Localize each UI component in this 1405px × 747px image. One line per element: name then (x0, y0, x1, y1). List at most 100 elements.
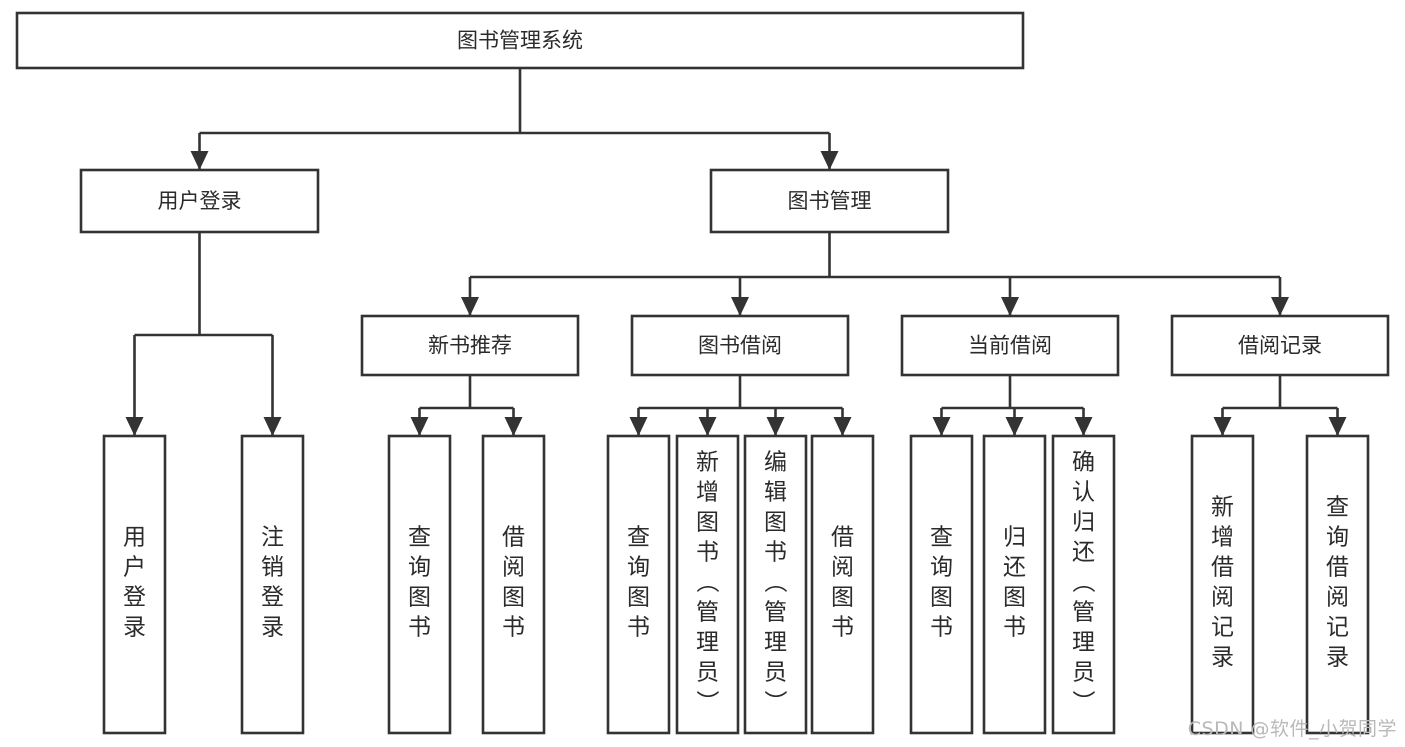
svg-text:阅: 阅 (1211, 585, 1234, 611)
svg-text:用: 用 (123, 525, 146, 551)
svg-text:户: 户 (123, 555, 146, 581)
svg-text:书: 书 (831, 615, 854, 641)
leaf-node-box-2[interactable] (387, 434, 452, 735)
svg-text:员: 员 (764, 660, 787, 686)
svg-text:图: 图 (764, 510, 787, 536)
svg-text:图: 图 (627, 585, 650, 611)
svg-text:记: 记 (1211, 615, 1234, 641)
svg-text:图: 图 (696, 510, 719, 536)
svg-text:认: 认 (1072, 480, 1095, 506)
svg-text:理: 理 (696, 630, 719, 656)
svg-text:图: 图 (502, 585, 525, 611)
svg-text:书: 书 (696, 540, 719, 566)
svg-text:辑: 辑 (764, 480, 787, 506)
leaf-node-box-5[interactable] (675, 434, 740, 735)
svg-text:）: ） (694, 690, 720, 713)
leaf-node-box-0[interactable] (102, 434, 167, 735)
svg-text:管: 管 (1072, 600, 1095, 626)
svg-text:书: 书 (1003, 615, 1026, 641)
svg-text:增: 增 (696, 480, 719, 506)
svg-text:员: 员 (1072, 660, 1095, 686)
svg-text:管: 管 (696, 600, 719, 626)
svg-text:（: （ (694, 570, 720, 593)
leaf-node-label-0: 用户登录 (123, 525, 146, 641)
svg-text:图: 图 (831, 585, 854, 611)
leaf-node-box-7[interactable] (810, 434, 875, 735)
svg-text:销: 销 (261, 555, 284, 581)
level3-node-box-2[interactable] (900, 314, 1120, 377)
svg-text:（: （ (762, 570, 788, 593)
level2-node-box-0[interactable] (79, 168, 320, 234)
svg-text:还: 还 (1003, 555, 1026, 581)
svg-text:书: 书 (930, 615, 953, 641)
level2-node-label-1: 图书管理 (788, 189, 872, 213)
svg-text:增: 增 (1211, 525, 1234, 551)
level3-node-box-1[interactable] (630, 314, 850, 377)
svg-text:借: 借 (1326, 555, 1349, 581)
svg-text:查: 查 (408, 525, 431, 551)
svg-text:录: 录 (1326, 645, 1349, 671)
svg-text:编: 编 (764, 450, 787, 476)
leaf-node-box-4[interactable] (606, 434, 671, 735)
leaf-node-box-8[interactable] (909, 434, 974, 735)
svg-text:归: 归 (1003, 525, 1026, 551)
csdn-watermark: CSDN @软件_小贺同学 (1187, 718, 1397, 740)
svg-text:录: 录 (123, 615, 146, 641)
svg-text:新: 新 (696, 450, 719, 476)
svg-text:询: 询 (627, 555, 650, 581)
svg-text:查: 查 (1326, 495, 1349, 521)
svg-text:阅: 阅 (1326, 585, 1349, 611)
svg-text:书: 书 (502, 615, 525, 641)
connector-lines (125, 68, 1347, 436)
svg-text:书: 书 (408, 615, 431, 641)
svg-text:借: 借 (831, 525, 854, 551)
leaf-node-box-6[interactable] (743, 434, 808, 735)
leaf-node-box-1[interactable] (240, 434, 305, 735)
leaf-node-box-12[interactable] (1305, 434, 1370, 735)
leaf-node-box-9[interactable] (982, 434, 1047, 735)
svg-text:登: 登 (261, 585, 284, 611)
leaf-node-box-10[interactable] (1051, 434, 1116, 735)
svg-text:图: 图 (408, 585, 431, 611)
svg-text:还: 还 (1072, 540, 1095, 566)
level3-node-label-0: 新书推荐 (428, 334, 512, 358)
svg-text:）: ） (762, 690, 788, 713)
svg-text:书: 书 (627, 615, 650, 641)
root-node-label: 图书管理系统 (457, 29, 583, 53)
level3-node-box-3[interactable] (1170, 314, 1390, 377)
root-node-box[interactable] (15, 11, 1025, 70)
svg-text:归: 归 (1072, 510, 1095, 536)
svg-text:（: （ (1070, 570, 1096, 593)
level3-node-label-3: 借阅记录 (1238, 334, 1322, 358)
leaf-node-box-11[interactable] (1190, 434, 1255, 735)
leaf-node-box-3[interactable] (481, 434, 546, 735)
level3-node-label-2: 当前借阅 (968, 334, 1052, 358)
svg-text:）: ） (1070, 690, 1096, 713)
level3-node-box-0[interactable] (360, 314, 580, 377)
node-boxes (15, 11, 1390, 735)
svg-text:图: 图 (930, 585, 953, 611)
svg-text:记: 记 (1326, 615, 1349, 641)
svg-text:询: 询 (930, 555, 953, 581)
svg-text:理: 理 (1072, 630, 1095, 656)
svg-text:书: 书 (764, 540, 787, 566)
svg-text:录: 录 (261, 615, 284, 641)
svg-text:理: 理 (764, 630, 787, 656)
svg-text:借: 借 (1211, 555, 1234, 581)
svg-text:查: 查 (627, 525, 650, 551)
node-labels: 图书管理系统用户登录图书管理新书推荐图书借阅当前借阅借阅记录用户登录注销登录查询… (123, 29, 1349, 714)
level2-node-box-1[interactable] (709, 168, 950, 234)
level2-node-label-0: 用户登录 (158, 189, 242, 213)
